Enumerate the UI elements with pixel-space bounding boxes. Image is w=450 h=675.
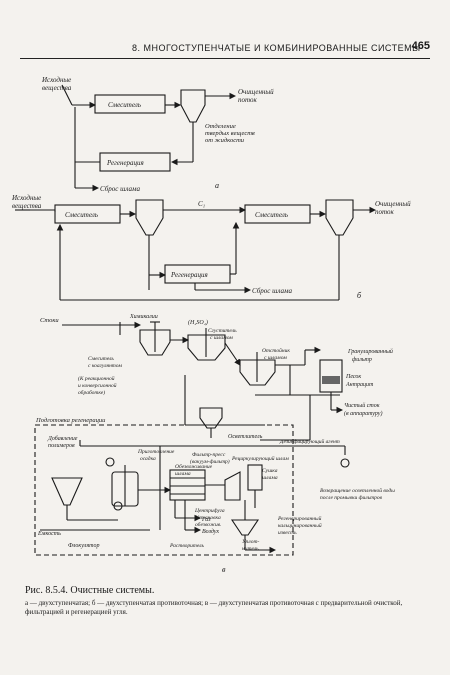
a-letter: а xyxy=(215,181,219,190)
c-anthracite: Антрацит xyxy=(345,382,374,388)
c-reactor-3: обработке) xyxy=(78,389,105,396)
diagram-a xyxy=(61,84,237,192)
c-residual: Растворитель xyxy=(169,543,205,549)
b-c1-label: C₁ xyxy=(198,200,205,208)
c-clean-flow-2: (в аппаратуру) xyxy=(344,410,382,417)
c-polymer-1: Добавление xyxy=(47,435,78,442)
c-clean-flow-1: Чистый сток xyxy=(344,402,380,409)
caption-title: Рис. 8.5.4. Очистные системы. xyxy=(25,585,155,596)
b-mixer2-label: Смеситель xyxy=(255,211,288,219)
c-prep-1: Приготовление xyxy=(137,449,175,455)
c-dewater-2: шлама xyxy=(175,471,191,477)
c-gas: Газ xyxy=(201,517,211,523)
coag-mixer xyxy=(139,329,171,356)
diagram-c xyxy=(34,321,350,556)
figure-caption: Рис. 8.5.4. Очистные системы. а — двухст… xyxy=(25,585,425,617)
b-letter: б xyxy=(357,291,362,300)
c-centrifuge-1: Центрифуга xyxy=(194,507,225,514)
a-product-label-1: Очищенный xyxy=(238,88,274,96)
c-prep-2: осадка xyxy=(140,455,156,462)
c-filter-press-2: (вакуум-фильтр) xyxy=(190,458,230,465)
thickener xyxy=(187,334,226,361)
dryer xyxy=(247,464,263,491)
c-lime-1: Регенерированный xyxy=(277,515,322,522)
c-filter-1: Гранулированный xyxy=(347,348,393,355)
b-waste-label: Сброс шлама xyxy=(252,287,292,295)
c-settler-1: Отстойник xyxy=(262,347,290,354)
c-polymer-2: полимеров xyxy=(48,443,75,449)
c-sand: Песок xyxy=(345,374,361,380)
compactor xyxy=(230,519,260,536)
b-regeneration-label: Регенерация xyxy=(170,271,208,279)
c-reactor-2: и конверсионной xyxy=(78,382,117,389)
c-flocculator: Флокулятор xyxy=(68,543,99,549)
page-header: 8. МНОГОСТУПЕНЧАТЫЕ И КОМБИНИРОВАННЫЕ СИ… xyxy=(20,40,430,59)
c-compactor-2: нитель xyxy=(242,546,259,552)
c-drying-1: Сушка xyxy=(262,468,278,474)
c-centrifuge-3: обезвожив. xyxy=(195,521,222,528)
c-mixer-2: с коагулянтом xyxy=(88,363,122,369)
c-stream-label: Дезинфицирующий агент xyxy=(279,438,340,445)
a-input-label-1: Исходные xyxy=(41,76,71,84)
c-h2so4: (H₂SO₄) xyxy=(188,319,208,326)
a-input-label-2: вещества xyxy=(42,84,72,92)
a-separation-1: Отделение xyxy=(205,123,236,130)
a-waste-label: Сброс шлама xyxy=(100,185,140,193)
regeneration-area xyxy=(34,424,294,556)
c-letter: в xyxy=(222,565,226,574)
c-capacity: Емкость xyxy=(37,531,61,537)
a-separation-3: от жидкости xyxy=(205,137,245,144)
page-number: 465 xyxy=(411,40,430,52)
diagram-b xyxy=(15,199,377,301)
clarifier xyxy=(199,407,223,429)
b-product-1: Очищенный xyxy=(375,200,411,208)
c-stoki: Стоки xyxy=(40,317,59,324)
c-drying-2: шлама xyxy=(262,475,278,481)
figure-8-5-4: Исходные вещества Смеситель Очищенный по… xyxy=(11,76,411,574)
c-return-water-2: после промывки фильтров xyxy=(320,494,383,501)
b-mixer1-label: Смеситель xyxy=(65,211,98,219)
a-product-label-2: поток xyxy=(238,96,258,104)
c-clarifier: Осветлитель xyxy=(228,434,263,440)
b-product-2: поток xyxy=(375,208,395,216)
c-chemicals: Химикалии xyxy=(129,314,158,320)
a-separation-2: твердых веществ xyxy=(205,130,255,137)
c-filter-press-1: Фильтр-пресс xyxy=(192,452,226,458)
c-sludge-regen: Подготовка регенерации xyxy=(35,417,106,424)
c-settler-2: с шламом xyxy=(264,355,287,361)
pump-3 xyxy=(340,458,350,468)
c-centrifuge-2: Установка xyxy=(195,515,221,521)
caption-description: а — двухступенчатая; б — двухступенчатая… xyxy=(25,599,403,616)
a-mixer-label: Смеситель xyxy=(108,101,141,109)
c-air: Воздух xyxy=(202,528,219,535)
capacity-tank xyxy=(51,477,83,506)
settler-2 xyxy=(325,199,354,236)
centrifuge xyxy=(224,471,241,501)
c-lime-3: известь xyxy=(278,530,297,536)
pump-1 xyxy=(105,457,115,467)
c-thickener-1: Сгуститель xyxy=(208,328,237,334)
b-input-label-1: Исходные xyxy=(11,194,41,202)
c-sludge-recycle: Рециркулирующий шлам xyxy=(231,455,289,462)
b-input-label-2: вещества xyxy=(12,202,42,210)
running-title: 8. МНОГОСТУПЕНЧАТЫЕ И КОМБИНИРОВАННЫЕ СИ… xyxy=(132,43,421,53)
c-thickener-2: с шламом xyxy=(210,335,233,341)
a-regeneration-label: Регенерация xyxy=(106,159,144,167)
c-filter-2: фильтр xyxy=(352,356,372,363)
settler-tank xyxy=(180,89,206,123)
c-compactor-1: Уплот- xyxy=(242,539,259,545)
c-return-water-1: Возвращение осветленной воды xyxy=(320,487,395,494)
mixer-box xyxy=(94,94,166,114)
c-reactor-1: (К реакционной xyxy=(78,375,115,382)
settler-1 xyxy=(135,199,164,236)
c-lime-2: кальцинированный xyxy=(278,522,322,529)
settler-c xyxy=(239,359,276,386)
c-mixer-1: Смеситель xyxy=(88,356,114,362)
c-dewater-1: Обезвоживание xyxy=(175,463,213,470)
